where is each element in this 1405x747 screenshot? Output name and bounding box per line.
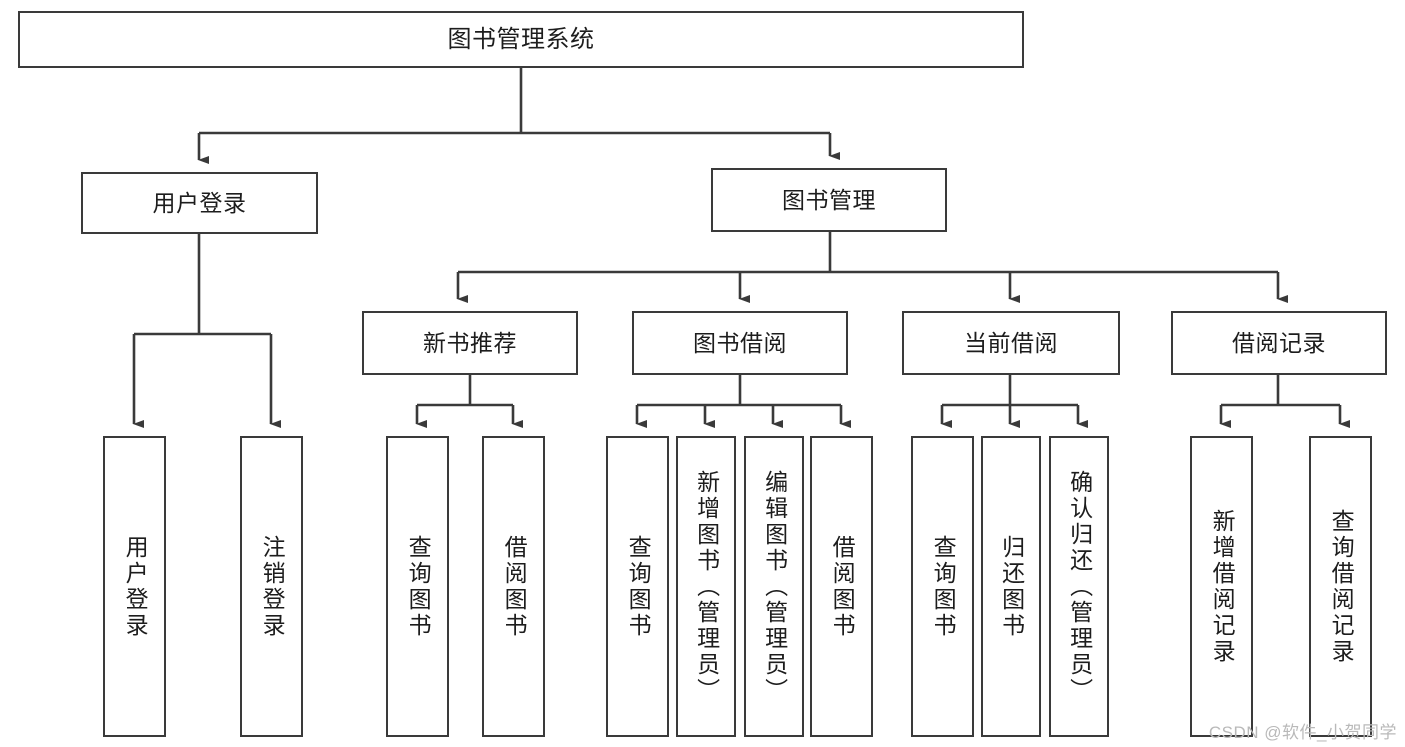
leaf-add-book-admin[interactable]: 新增图书（管理员） (676, 436, 736, 737)
node-label: 用户登录 (122, 534, 149, 639)
node-label: 查询图书 (405, 534, 432, 639)
node-label: 借阅图书 (501, 534, 528, 639)
node-book-borrowing[interactable]: 图书借阅 (632, 311, 848, 375)
leaf-confirm-return-admin[interactable]: 确认归还（管理员） (1049, 436, 1109, 737)
node-label: 图书管理系统 (447, 25, 595, 53)
node-label: 借阅图书 (829, 534, 856, 639)
node-borrowing-record[interactable]: 借阅记录 (1171, 311, 1387, 375)
node-label: 图书借阅 (693, 329, 787, 356)
leaf-query-book-current[interactable]: 查询图书 (911, 436, 974, 737)
node-label: 用户登录 (152, 189, 247, 216)
leaf-return-book[interactable]: 归还图书 (981, 436, 1041, 737)
node-label: 查询图书 (930, 534, 957, 639)
csdn-watermark: CSDN @软件_小贺同学 (1208, 723, 1397, 742)
node-label: 新增借阅记录 (1209, 508, 1236, 665)
node-book-management[interactable]: 图书管理 (711, 168, 947, 232)
node-label: 归还图书 (998, 534, 1025, 639)
node-label: 确认归还（管理员） (1066, 469, 1093, 704)
leaf-query-book-recommend[interactable]: 查询图书 (386, 436, 449, 737)
leaf-edit-book-admin[interactable]: 编辑图书（管理员） (744, 436, 804, 737)
node-new-book-recommendation[interactable]: 新书推荐 (362, 311, 578, 375)
leaf-add-borrow-record[interactable]: 新增借阅记录 (1190, 436, 1253, 737)
node-label: 借阅记录 (1232, 329, 1326, 356)
node-label: 新增图书（管理员） (693, 469, 720, 704)
node-current-borrowing[interactable]: 当前借阅 (902, 311, 1120, 375)
node-book-management-system[interactable]: 图书管理系统 (18, 11, 1024, 68)
node-label: 新书推荐 (423, 329, 517, 356)
leaf-query-borrow-record[interactable]: 查询借阅记录 (1309, 436, 1372, 737)
node-label: 编辑图书（管理员） (761, 469, 788, 704)
leaf-borrow-book-recommend[interactable]: 借阅图书 (482, 436, 545, 737)
leaf-logout-login[interactable]: 注销登录 (240, 436, 303, 737)
node-label: 图书管理 (782, 186, 876, 213)
leaf-user-login[interactable]: 用户登录 (103, 436, 166, 737)
node-label: 当前借阅 (964, 329, 1058, 356)
node-label: 查询借阅记录 (1328, 508, 1355, 665)
leaf-borrow-book[interactable]: 借阅图书 (810, 436, 873, 737)
node-label: 注销登录 (259, 534, 286, 639)
node-label: 查询图书 (625, 534, 652, 639)
leaf-query-book-borrow[interactable]: 查询图书 (606, 436, 669, 737)
node-user-login[interactable]: 用户登录 (81, 172, 318, 234)
